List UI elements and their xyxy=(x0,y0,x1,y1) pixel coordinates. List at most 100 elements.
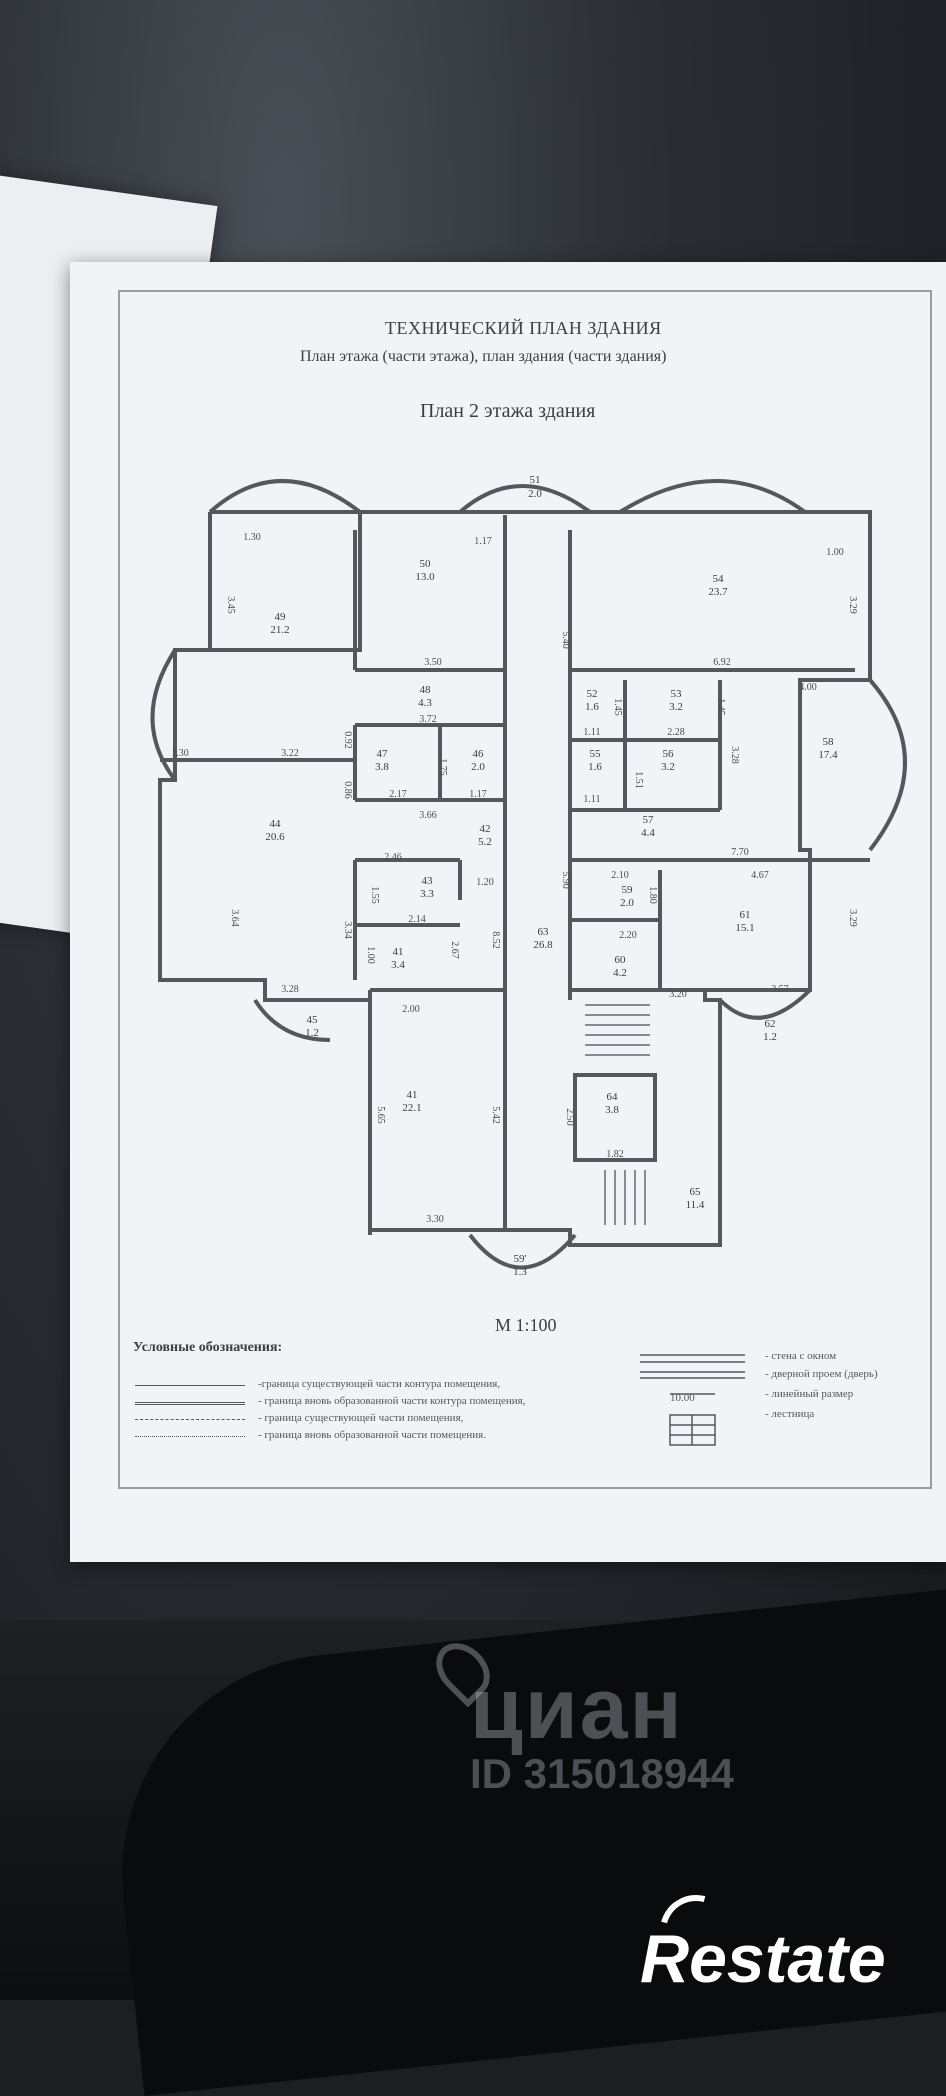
dim-label: 3.29 xyxy=(847,596,858,614)
room-area-44: 20.6 xyxy=(265,831,285,843)
floor-plan-title: План 2 этажа здания xyxy=(420,400,596,422)
room-label-43: 43 xyxy=(422,875,434,887)
dim-label: 1.75 xyxy=(437,758,448,776)
room-area-41b: 22.1 xyxy=(402,1102,421,1114)
room-label-49: 49 xyxy=(275,611,287,623)
legend-line-4 xyxy=(135,1436,245,1437)
legend-line-1 xyxy=(135,1385,245,1386)
room-area-55: 1.6 xyxy=(588,761,602,773)
legend-item-2: - граница вновь образованной части конту… xyxy=(258,1395,526,1407)
dim-label: 3.30 xyxy=(426,1214,444,1225)
dim-label: 3.29 xyxy=(847,909,858,927)
room-label-64: 64 xyxy=(607,1091,619,1103)
room-label-59: 59 xyxy=(622,884,634,896)
dim-label: 5.40 xyxy=(560,631,571,649)
legend-heading: Условные обозначения: xyxy=(133,1340,283,1355)
legend-dim-sample: 10.00 xyxy=(670,1392,695,1404)
dim-label: 1.00 xyxy=(365,946,376,964)
dim-label: 1.51 xyxy=(633,771,644,789)
room-label-50: 50 xyxy=(420,558,432,570)
dim-label: 2.20 xyxy=(619,930,637,941)
legend-line-3 xyxy=(135,1419,245,1420)
dim-label: 1.17 xyxy=(469,789,487,800)
room-label-60: 60 xyxy=(615,954,627,966)
room-area-59b: 1.3 xyxy=(513,1266,527,1278)
room-label-42: 42 xyxy=(480,823,491,835)
legend-item-1: -граница существующей части контура поме… xyxy=(258,1378,501,1390)
dim-label: 1.82 xyxy=(606,1149,624,1160)
room-area-52: 1.6 xyxy=(585,701,599,713)
dim-label: 3.45 xyxy=(225,596,236,614)
room-label-57: 57 xyxy=(643,814,655,826)
room-area-42: 5.2 xyxy=(478,836,492,848)
document-frame xyxy=(118,290,932,1489)
room-label-44: 44 xyxy=(270,818,282,830)
restate-logo: Restate xyxy=(640,1921,886,1997)
dim-label: 2.00 xyxy=(402,1004,420,1015)
room-label-47: 47 xyxy=(377,748,389,760)
dim-label: 2.17 xyxy=(389,789,407,800)
dim-label: 4.00 xyxy=(799,682,817,693)
room-area-48: 4.3 xyxy=(418,697,432,709)
room-label-51: 51 xyxy=(530,474,541,486)
room-label-63: 63 xyxy=(538,926,550,938)
room-area-54: 23.7 xyxy=(708,586,728,598)
room-area-63: 26.8 xyxy=(533,939,553,951)
dim-label: 3.72 xyxy=(419,714,437,725)
legend-item-stairs: - лестница xyxy=(765,1408,815,1420)
room-label-55: 55 xyxy=(590,748,602,760)
dim-label: 1.17 xyxy=(474,536,492,547)
room-label-48: 48 xyxy=(420,684,432,696)
dim-label: 2.46 xyxy=(384,852,402,863)
room-area-51: 2.0 xyxy=(528,488,542,500)
room-area-64: 3.8 xyxy=(605,1104,619,1116)
dim-label: 2.10 xyxy=(611,870,629,881)
room-area-58: 17.4 xyxy=(818,749,838,761)
room-label-58: 58 xyxy=(823,736,835,748)
dim-label: 1.45 xyxy=(612,698,623,716)
floor-plan-drawing: 51 2.0 50 13.0 49 21.2 54 23.7 48 4.3 52… xyxy=(150,474,907,1446)
document-subtitle: План этажа (части этажа), план здания (ч… xyxy=(300,348,667,365)
room-label-56: 56 xyxy=(663,748,675,760)
room-label-46: 46 xyxy=(473,748,485,760)
room-label-61: 61 xyxy=(740,909,751,921)
dim-label: 1.20 xyxy=(476,877,494,888)
dim-label: 6.92 xyxy=(713,657,731,668)
legend-line-2 xyxy=(135,1402,245,1405)
room-area-49: 21.2 xyxy=(270,624,289,636)
dim-label: 7.70 xyxy=(731,847,749,858)
dim-label: 3.34 xyxy=(342,921,353,939)
legend-item-dimension: - линейный размер xyxy=(765,1388,854,1400)
dim-label: 3.64 xyxy=(229,909,240,927)
room-area-53: 3.2 xyxy=(669,701,683,713)
room-area-62: 1.2 xyxy=(763,1031,777,1043)
room-area-61: 15.1 xyxy=(735,922,754,934)
dim-label: 3.57 xyxy=(771,984,789,995)
dim-label: 8.52 xyxy=(490,931,501,949)
dim-label: 2.14 xyxy=(408,914,426,925)
dim-label: 1.30 xyxy=(171,748,189,759)
room-area-45: 1.2 xyxy=(305,1027,319,1039)
dim-label: 2.50 xyxy=(564,1108,575,1126)
dim-label: 1.00 xyxy=(826,547,844,558)
dim-label: 3.20 xyxy=(669,989,687,1000)
room-area-65: 11.4 xyxy=(686,1199,705,1211)
dim-label: 1.80 xyxy=(647,886,658,904)
room-label-59b: 59' xyxy=(514,1253,527,1265)
scale-label: М 1:100 xyxy=(495,1315,557,1335)
room-area-50: 13.0 xyxy=(415,571,435,583)
legend-item-window: - стена с окном xyxy=(765,1350,837,1362)
dim-label: 1.30 xyxy=(243,532,261,543)
dim-label: 0.86 xyxy=(342,781,353,799)
room-label-54: 54 xyxy=(713,573,725,585)
room-label-41a: 41 xyxy=(393,946,404,958)
room-label-53: 53 xyxy=(671,688,683,700)
document-sheet xyxy=(70,262,946,1562)
listing-id-watermark: ID 315018944 xyxy=(470,1750,734,1797)
room-label-52: 52 xyxy=(587,688,598,700)
cian-watermark: циан xyxy=(470,1661,684,1757)
legend-item-door: - дверной проем (дверь) xyxy=(765,1368,878,1380)
room-area-46: 2.0 xyxy=(471,761,485,773)
room-label-65: 65 xyxy=(690,1186,702,1198)
document-title: ТЕХНИЧЕСКИЙ ПЛАН ЗДАНИЯ xyxy=(385,318,662,338)
